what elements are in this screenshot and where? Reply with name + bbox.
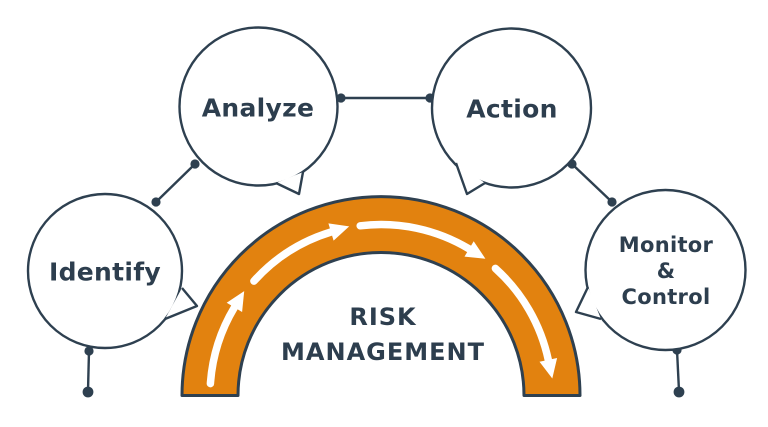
bubble-analyze-tail [275,171,305,196]
connector-dot [607,197,617,207]
bubble-label-monitor-line2: & [656,259,676,283]
bubble-analyze-circle [178,26,339,187]
connector-identify-analyze [155,163,196,203]
flow-arrow-1 [206,303,239,388]
bubble-label-analyze: Analyze [201,93,315,123]
bubble-monitor-control-circle [584,188,747,352]
connector-action-monitor [571,163,613,203]
bubble-identify-tail [164,287,199,321]
connector-dot [190,159,200,169]
bubble-identify [26,192,199,350]
bubble-monitor-control-tail [574,286,602,321]
bubble-label-identify: Identify [48,257,162,287]
bubble-action-tail [454,162,486,196]
diagram-title-line1: RISK [349,303,417,331]
bubble-label-monitor-line1: Monitor [618,233,714,257]
bubble-label-monitor-line3: Control [621,285,711,309]
flow-arrows [206,220,553,388]
flow-arrowhead-4-icon [539,358,558,379]
connector-dot [82,386,94,398]
connector-monitor-ground [675,349,681,392]
bubble-identify-circle [26,192,184,350]
bubble-label-monitor-control: Monitor & Control [619,232,713,310]
flow-arrowheads [226,223,558,379]
diagram-title: RISK MANAGEMENT [281,300,485,370]
bubble-label-action: Action [466,94,558,124]
flow-arrowhead-3-icon [464,241,486,259]
connector-dot [673,386,685,398]
connector-dot [84,346,94,356]
flow-arrow-2 [250,228,335,285]
bubble-monitor-control [574,188,747,352]
flow-arrowhead-2-icon [328,223,350,241]
diagram-title-line2: MANAGEMENT [281,338,485,366]
connector-lines [86,96,681,392]
flow-arrow-4 [491,264,553,364]
connector-dot [151,197,161,207]
bubble-action-circle [430,27,593,189]
connector-identify-ground [86,350,91,392]
connector-dot [336,93,346,103]
bubble-analyze [178,26,339,196]
bubble-action [430,27,593,196]
risk-arch [180,195,582,397]
flow-arrowhead-1-icon [226,291,245,312]
flow-arrow-3 [356,220,473,253]
